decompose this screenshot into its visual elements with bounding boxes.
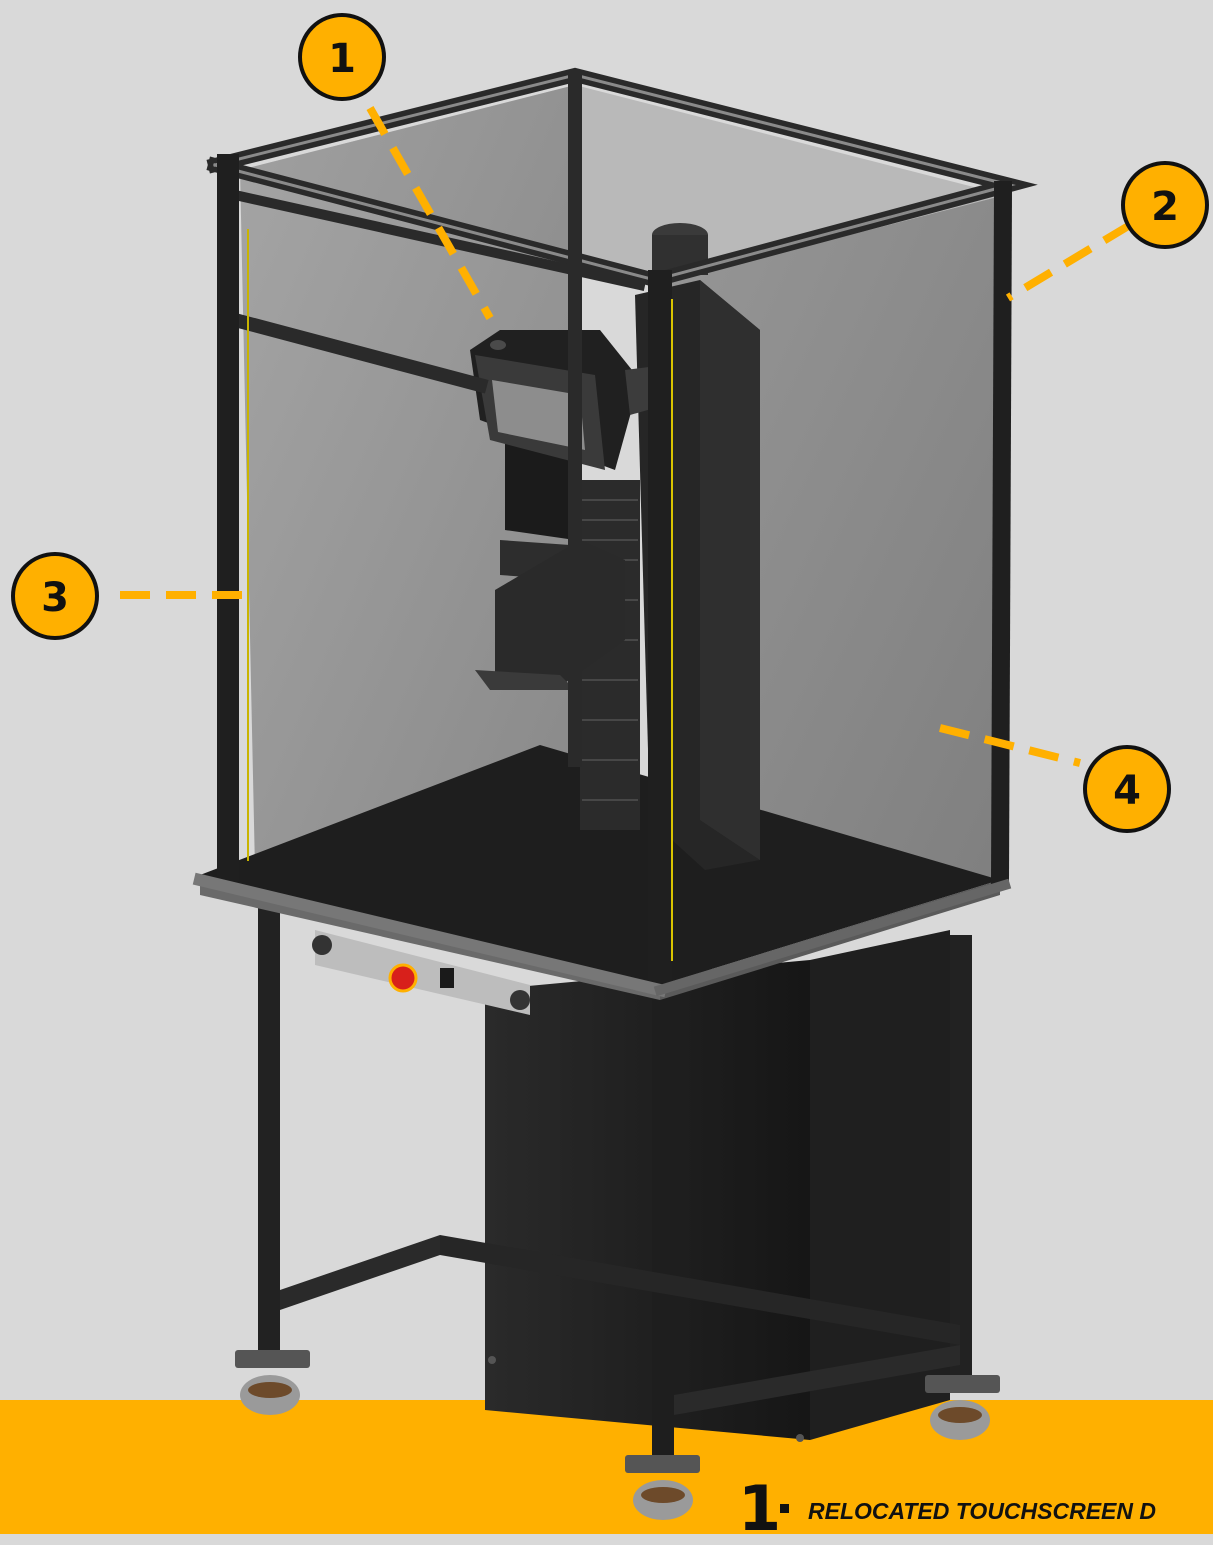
footer-bullet [780,1504,789,1513]
callout-leaders [120,106,1133,767]
callout-1: 1 [298,13,386,101]
footer-item-number: 1 [738,1472,782,1545]
callout-4-number: 4 [1113,768,1141,814]
red-estop-button-icon [388,963,418,993]
callout-2-number: 2 [1151,184,1179,230]
callout-1-number: 1 [328,36,356,82]
touchscreen-display [470,330,665,470]
aluminum-frame [192,67,1038,998]
control-panel [312,930,530,1015]
base-cabinet [235,905,1000,1520]
caster-wheel-icon [235,1350,310,1415]
callout-2: 2 [1121,161,1209,249]
caster-wheel-icon [925,1375,1000,1440]
footer-item-label: RELOCATED TOUCHSCREEN D [808,1498,1156,1524]
callout-4: 4 [1083,745,1171,833]
callout-3-number: 3 [41,575,69,621]
caster-wheel-icon [625,1455,700,1520]
footer-band [0,1400,1213,1534]
callout-3: 3 [11,552,99,640]
